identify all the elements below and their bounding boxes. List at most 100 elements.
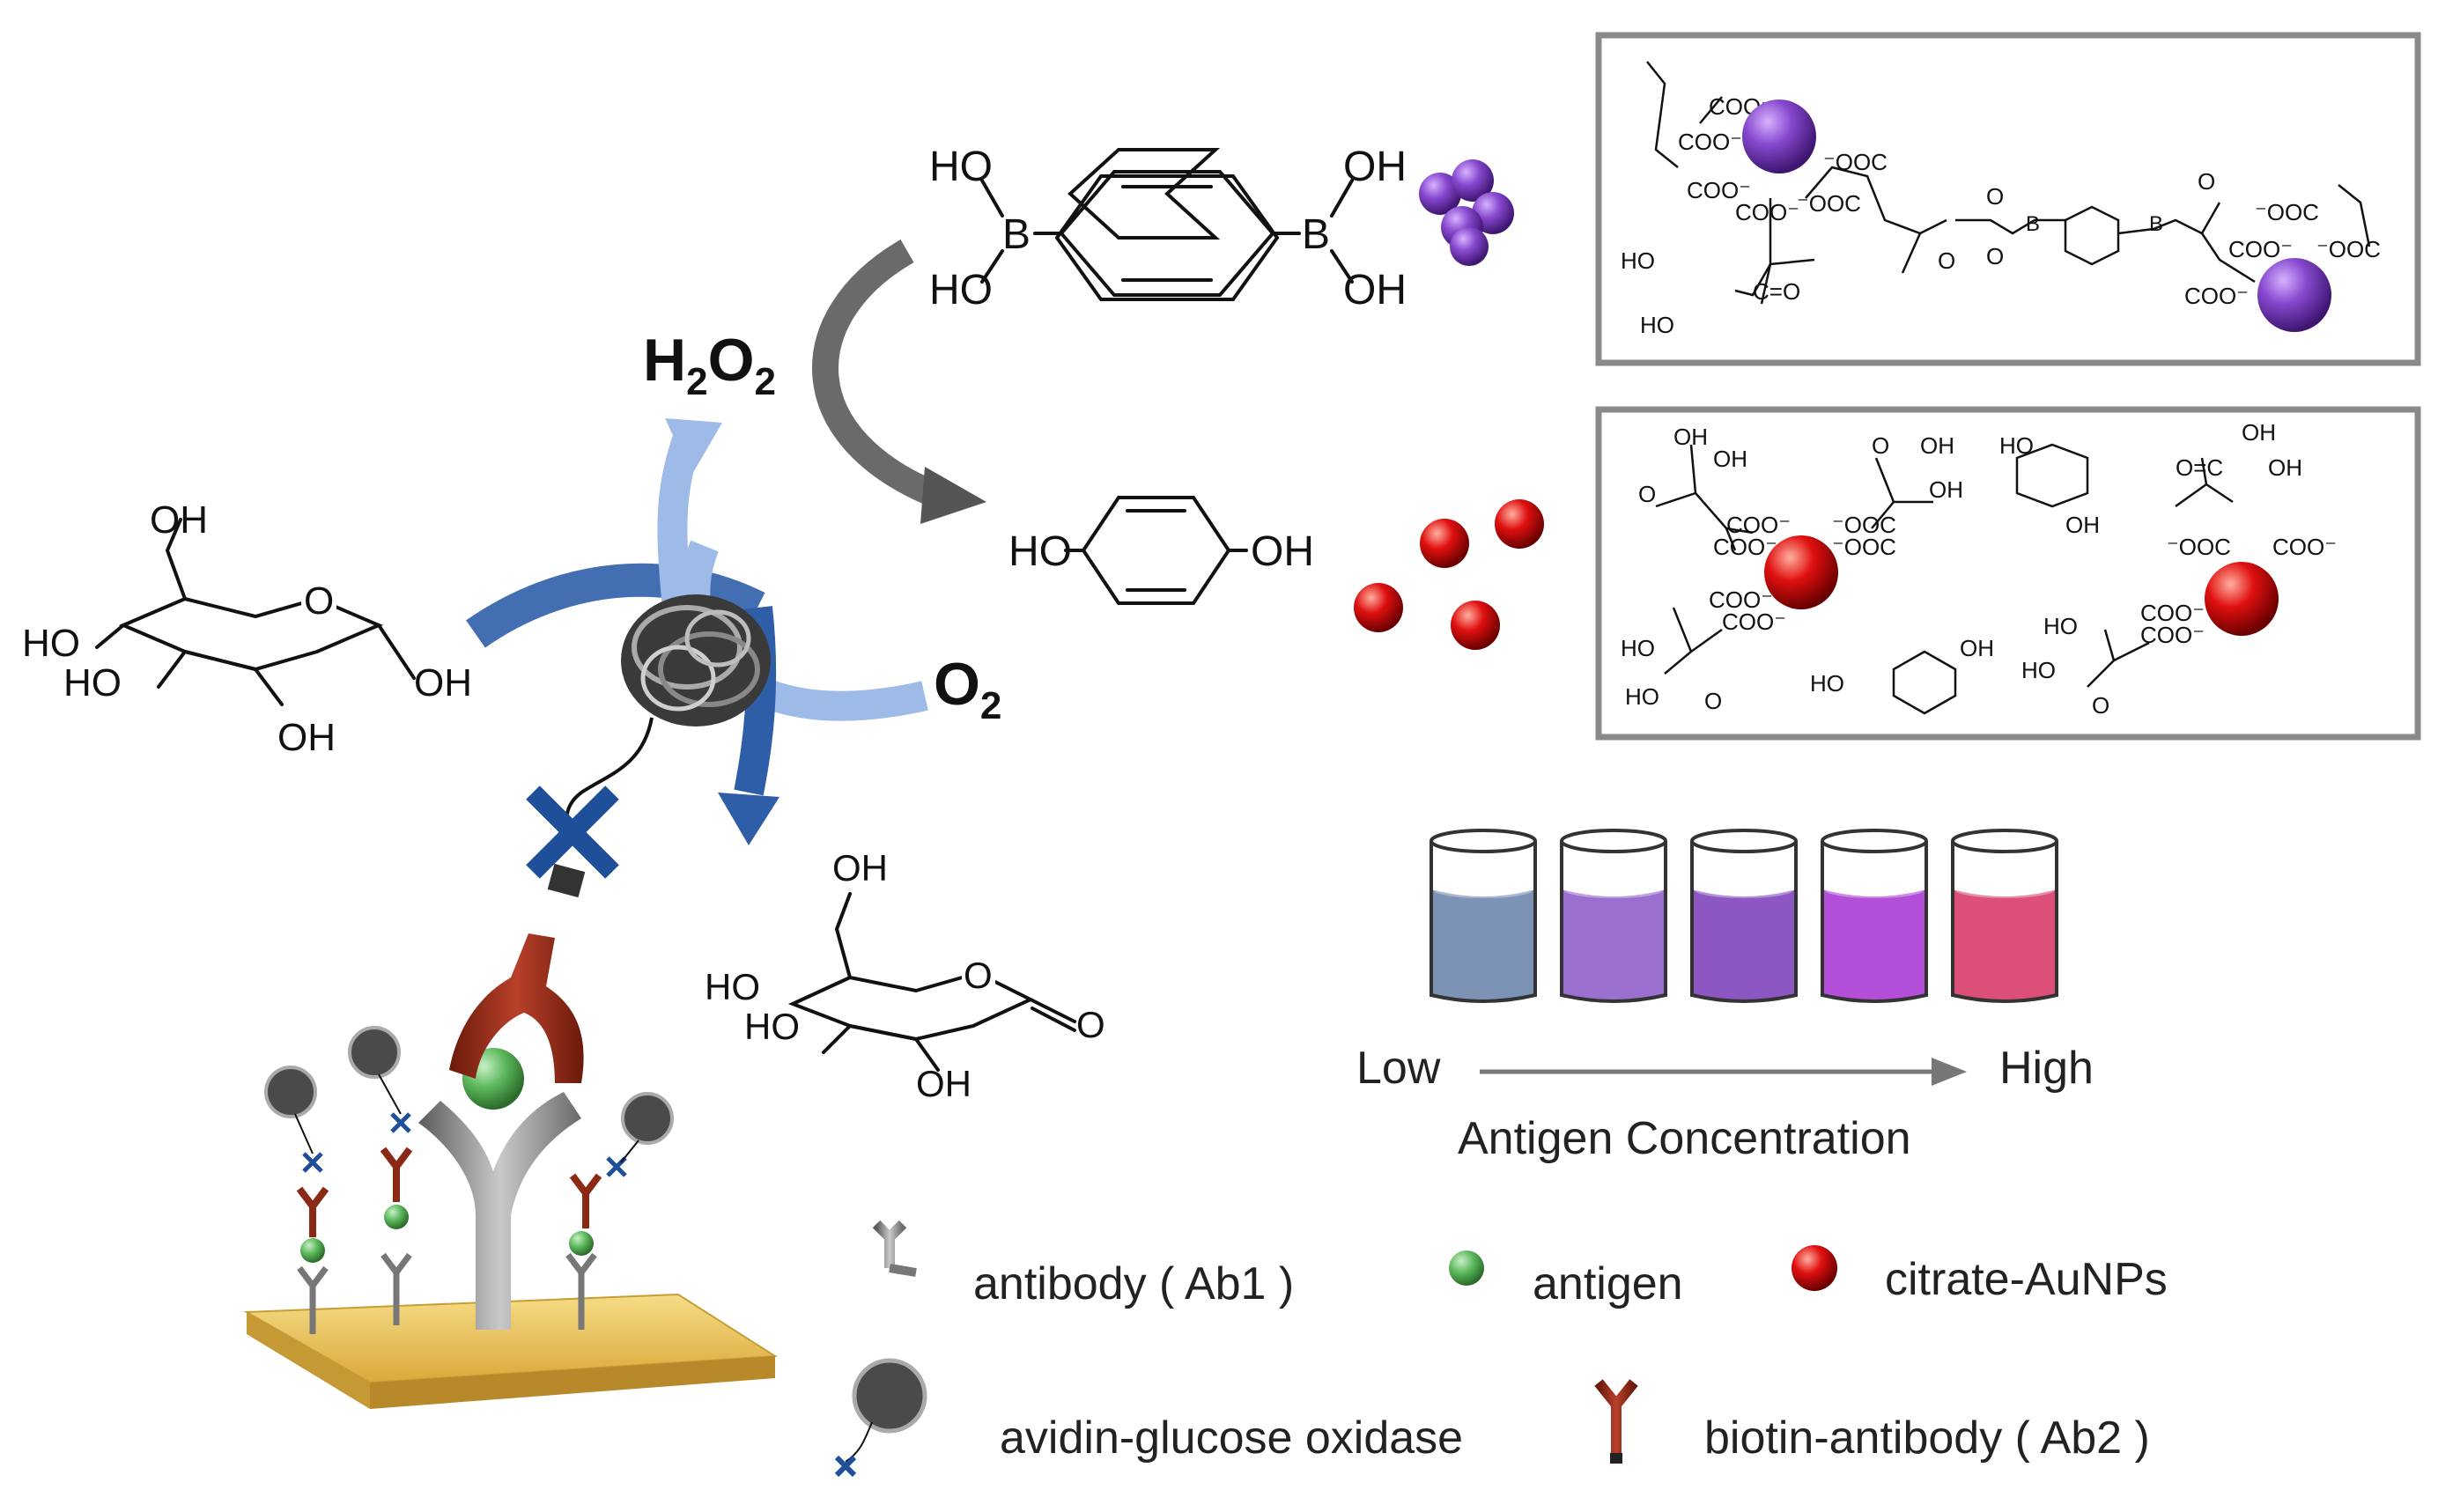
legend-biotin-antibody-label: biotin-antibody ( Ab2 ) bbox=[1704, 1412, 2150, 1464]
bb-o2: O bbox=[1872, 432, 1889, 459]
tb-b2: B bbox=[2149, 212, 2163, 236]
bb-ho5: HO bbox=[2021, 657, 2056, 683]
glucose-ho-left: HO bbox=[22, 622, 80, 665]
glucose-oh-top: OH bbox=[150, 498, 208, 542]
bb-ho2: HO bbox=[1621, 635, 1655, 661]
lactone-oh-top: OH bbox=[832, 847, 888, 889]
legend-aunp-icon bbox=[1792, 1245, 1837, 1291]
bb-oh2: OH bbox=[1713, 446, 1747, 472]
bb-o4: O bbox=[1704, 688, 1722, 714]
legend-antibody-label: antibody ( Ab1 ) bbox=[973, 1258, 1294, 1309]
citrate-aunp-box: OH OH O COO⁻ ⁻OOC OH OH O COO⁻ ⁻OOC HO O… bbox=[1595, 406, 2421, 741]
bb-ho3: HO bbox=[1625, 683, 1659, 710]
crosslinked-aunp-box: COO⁻ COO⁻ ⁻OOC ⁻OOC COO⁻ COO⁻ HO C=O HO … bbox=[1595, 32, 2421, 366]
glucose-oh-bottom: OH bbox=[277, 716, 336, 759]
bb-o3: O=C bbox=[2176, 454, 2223, 481]
tb-coo3: COO⁻ bbox=[1687, 177, 1751, 203]
vial-4 bbox=[1821, 829, 1928, 1003]
boronic-oh-bottom-right: OH bbox=[1343, 267, 1407, 313]
tb-ooc4: ⁻OOC bbox=[2316, 236, 2381, 262]
small-assay-stack-3 bbox=[565, 1092, 674, 1330]
bb-coo1: COO⁻ bbox=[1726, 512, 1791, 538]
tb-b1: B bbox=[2026, 212, 2040, 236]
high-label: High bbox=[1999, 1043, 2094, 1094]
boronic-ho-bottom-left: HO bbox=[929, 267, 993, 313]
tb-o4: O bbox=[2198, 168, 2215, 195]
color-vials bbox=[1430, 829, 2058, 1003]
lactone-ho-left: HO bbox=[705, 966, 760, 1007]
conversion-arrow-icon bbox=[812, 240, 948, 511]
tb-coo4: COO⁻ bbox=[1735, 199, 1799, 225]
tb-coo6: COO⁻ bbox=[2184, 283, 2249, 309]
glucose-ring-o: O bbox=[304, 579, 334, 623]
lactone-carbonyl-o: O bbox=[1076, 1004, 1105, 1045]
h2o2-label: H2O2 bbox=[643, 327, 776, 403]
legend-biotin-antibody-icon bbox=[1594, 1379, 1638, 1464]
bb-np-right bbox=[2205, 562, 2279, 636]
bb-coo6: COO⁻ bbox=[2140, 600, 2205, 626]
boron-left: B bbox=[1002, 211, 1031, 258]
tb-np-right bbox=[2257, 258, 2331, 332]
dispersed-aunps-icon bbox=[1354, 499, 1544, 650]
legend: antibody ( Ab1 ) antigen citrate-AuNPs a… bbox=[834, 1220, 2168, 1478]
glucose-ho-lower: HO bbox=[63, 661, 122, 704]
lactone-ring-o: O bbox=[964, 955, 993, 996]
bb-oh-hq2: OH bbox=[1960, 635, 1994, 661]
tb-o1: O bbox=[1986, 183, 2004, 210]
tb-np-left bbox=[1742, 100, 1816, 173]
tb-ooc3: ⁻OOC bbox=[2255, 199, 2319, 225]
legend-antigen-label: antigen bbox=[1533, 1258, 1683, 1309]
bb-oh5: OH bbox=[2242, 419, 2276, 446]
bb-ooc3: ⁻OOC bbox=[2167, 534, 2231, 560]
glucose-oh-right: OH bbox=[414, 661, 472, 704]
hydroquinone-ho: HO bbox=[1008, 528, 1072, 575]
biotin-avidin-cross-icon bbox=[526, 786, 619, 879]
bb-coo7: COO⁻ bbox=[2140, 622, 2205, 648]
low-label: Low bbox=[1356, 1043, 1441, 1094]
glucose-structure: O OH HO HO OH OH bbox=[22, 498, 472, 759]
aggregated-aunps-icon bbox=[1419, 159, 1514, 266]
tb-ho: HO bbox=[1621, 247, 1655, 274]
bb-o1: O bbox=[1638, 481, 1656, 507]
tb-coo2: COO⁻ bbox=[1678, 129, 1742, 155]
bb-ho-hq1: HO bbox=[1999, 432, 2034, 459]
tb-coh: C=O bbox=[1753, 278, 1800, 305]
boronic-oh-top-right: OH bbox=[1343, 144, 1407, 190]
legend-antigen-icon bbox=[1449, 1250, 1484, 1286]
vial-1 bbox=[1430, 829, 1537, 1003]
legend-antibody-icon bbox=[872, 1220, 917, 1277]
bb-ooc2: ⁻OOC bbox=[1832, 534, 1896, 560]
gluconolactone-structure: O O OH HO HO OH bbox=[705, 847, 1105, 1104]
small-assay-stack-2 bbox=[348, 1026, 413, 1325]
legend-aunps-label: citrate-AuNPs bbox=[1885, 1254, 2168, 1305]
gox-enzyme-icon bbox=[621, 594, 771, 726]
bb-ho4: HO bbox=[2043, 613, 2078, 639]
boronic-ho-top-left: HO bbox=[929, 144, 993, 190]
legend-gox-label: avidin-glucose oxidase bbox=[1000, 1412, 1463, 1464]
bb-coo2: COO⁻ bbox=[1713, 534, 1777, 560]
bb-coo5: COO⁻ bbox=[1722, 608, 1786, 635]
tb-o2: O bbox=[1938, 247, 1955, 274]
tb-ooc2: ⁻OOC bbox=[1797, 190, 1861, 217]
bb-ooc1: ⁻OOC bbox=[1832, 512, 1896, 538]
glucose-oxidase-cycle bbox=[466, 418, 928, 898]
bb-ho-hq2: HO bbox=[1810, 670, 1844, 697]
assay-surface bbox=[243, 1293, 779, 1409]
tb-ho2: HO bbox=[1640, 312, 1674, 338]
bb-coo4: COO⁻ bbox=[1709, 586, 1773, 613]
hydroquinone-structure: HO OH bbox=[1008, 496, 1314, 605]
tb-coo5: COO⁻ bbox=[2228, 236, 2293, 262]
bb-oh6: OH bbox=[2268, 454, 2302, 481]
tb-ooc1: ⁻OOC bbox=[1823, 149, 1888, 175]
bb-oh-hq1: OH bbox=[2065, 512, 2100, 538]
bb-oh4: OH bbox=[1929, 476, 1963, 503]
large-ab2-icon bbox=[449, 933, 584, 1083]
lactone-ho-lower: HO bbox=[744, 1006, 800, 1047]
vial-3 bbox=[1690, 829, 1798, 1003]
bb-oh3: OH bbox=[1920, 432, 1954, 459]
hydroquinone-oh: OH bbox=[1251, 528, 1314, 575]
bb-np-left bbox=[1764, 535, 1838, 609]
biotin-tag-icon bbox=[547, 863, 586, 898]
diboronic-acid-structure: B B HO HO OH OH bbox=[929, 144, 1407, 313]
